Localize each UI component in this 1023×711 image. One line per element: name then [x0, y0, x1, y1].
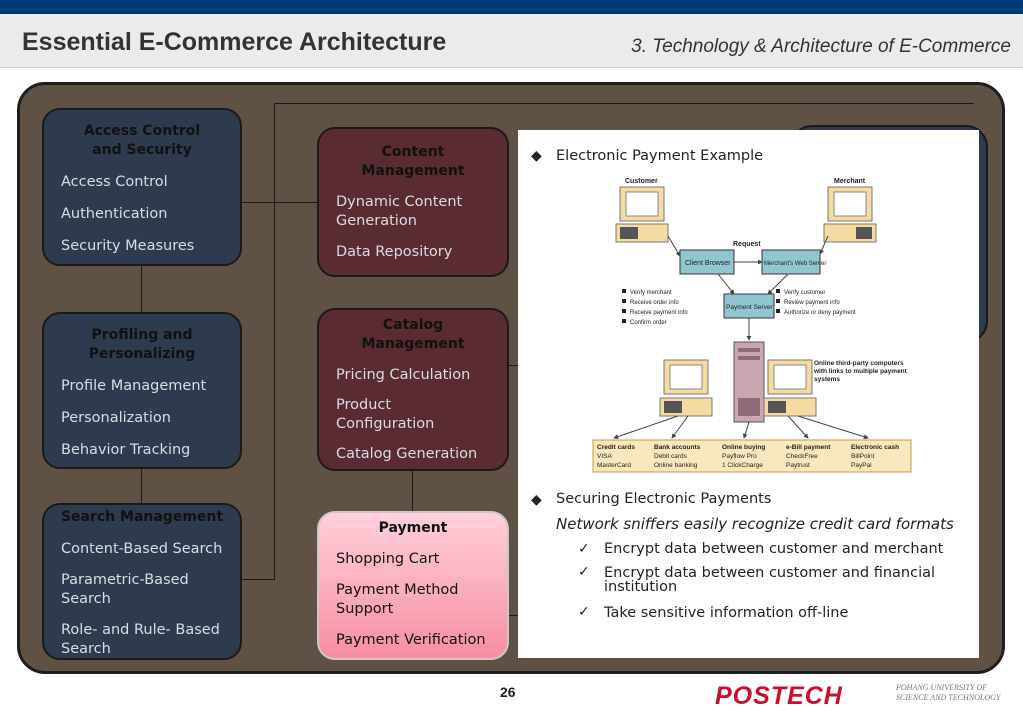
connector-search: [240, 579, 275, 580]
third-party-computer-icon: [659, 359, 713, 417]
logo-sub-line: POHANG UNIVERSITY OF: [896, 683, 988, 692]
client-browser-box: [679, 249, 735, 275]
payment-server-box: [723, 293, 775, 319]
box-title: Payment: [378, 520, 448, 536]
slide-header: [0, 14, 1023, 68]
table-cell: Paytrust: [786, 462, 810, 469]
box-content-management: Content Management Dynamic Content Gener…: [317, 127, 509, 277]
postech-logo: POSTECH: [715, 682, 843, 710]
table-cell: MasterCard: [597, 462, 631, 469]
payment-info-panel: ◆ Electronic Payment Example Customer Me…: [518, 130, 979, 658]
box-access-control: Access Control and Security Access Contr…: [42, 108, 242, 266]
box-item: Behavior Tracking: [61, 442, 191, 458]
payment-systems-table: [592, 439, 912, 473]
diamond-bullet-icon: ◆: [531, 148, 542, 164]
connector-payment-right: [507, 615, 519, 616]
electronic-payment-figure: Customer Merchant Request Client Browser…: [592, 178, 912, 473]
left-list-item: Confirm order: [630, 320, 667, 326]
box-title: Profiling and Personalizing: [88, 327, 196, 362]
check-item: Encrypt data between customer and mercha…: [604, 541, 944, 557]
box-item: Profile Management: [61, 378, 207, 394]
request-label: Request: [733, 241, 761, 248]
merchant-computer-icon: [823, 186, 877, 243]
box-item: Personalization: [61, 410, 171, 426]
table-cell: Debit cards: [654, 453, 688, 460]
customer-computer-icon: [615, 186, 669, 243]
table-head: Credit cards: [597, 444, 635, 451]
left-list-item: Verify merchant: [630, 290, 672, 296]
check-item: Encrypt data between customer and financ…: [604, 565, 936, 595]
box-title: Access Control and Security: [83, 123, 201, 158]
table-cell: CheckFree: [786, 453, 818, 460]
diamond-bullet-icon: ◆: [531, 492, 542, 508]
connector-profiling-search: [141, 468, 142, 504]
top-accent-bar: [0, 0, 1023, 14]
table-head: Bank accounts: [654, 444, 701, 451]
box-item: Payment Method Support: [336, 582, 459, 617]
box-item: Role- and Rule- Based Search: [61, 622, 220, 657]
table-head: Online buying: [722, 444, 765, 451]
connector-top-horizontal: [274, 103, 974, 104]
box-item: Content-Based Search: [61, 541, 223, 557]
box-item: Parametric-Based Search: [61, 572, 189, 607]
box-item: Access Control: [61, 174, 168, 190]
box-payment: Payment Shopping Cart Payment Method Sup…: [317, 511, 509, 660]
merchant-server-label: Merchant's Web Server: [764, 261, 826, 267]
box-item: Shopping Cart: [336, 551, 440, 567]
table-cell: Payflow Pro: [722, 453, 757, 460]
box-title: Catalog Management: [361, 317, 465, 352]
table-cell: BillPoint: [851, 453, 875, 460]
checkmark-icon: ✓: [578, 604, 590, 620]
table-cell: VISA: [597, 453, 612, 460]
payment-server-label: Payment Server: [726, 304, 773, 311]
client-browser-label: Client Browser: [685, 260, 731, 267]
logo-sub-line: SCIENCE AND TECHNOLOGY: [896, 693, 1001, 702]
slide-subtitle: 3. Technology & Architecture of E-Commer…: [631, 36, 1011, 57]
panel-heading-securing: Securing Electronic Payments: [556, 491, 772, 507]
merchant-label: Merchant: [834, 178, 866, 185]
box-profiling: Profiling and Personalizing Profile Mana…: [42, 312, 242, 469]
right-list-item: Authorize or deny payment: [784, 310, 856, 316]
connector-vertical-main: [274, 103, 275, 579]
box-item: Pricing Calculation: [336, 367, 471, 383]
panel-heading-example: Electronic Payment Example: [556, 148, 764, 164]
customer-label: Customer: [625, 178, 658, 185]
box-catalog-management: Catalog Management Pricing Calculation P…: [317, 308, 509, 471]
third-party-label: Online third-party computers with links …: [814, 360, 907, 383]
box-item: Dynamic Content Generation: [336, 194, 463, 229]
check-item: Take sensitive information off-line: [604, 605, 849, 621]
box-item: Authentication: [61, 206, 168, 222]
checkmark-icon: ✓: [578, 541, 590, 557]
checkmark-icon: ✓: [578, 564, 590, 580]
table-cell: PayPal: [851, 462, 872, 469]
left-list-item: Receive payment info: [630, 310, 688, 316]
right-list-item: Review payment info: [784, 300, 840, 306]
connector-access-profiling: [141, 265, 142, 313]
page-number: 26: [500, 684, 516, 700]
table-cell: Online banking: [654, 462, 698, 469]
panel-note: Network sniffers easily recognize credit…: [556, 515, 954, 533]
postech-logo-subtitle: POHANG UNIVERSITY OF SCIENCE AND TECHNOL…: [896, 683, 1000, 703]
table-cell: 1 ClickCharge: [722, 462, 763, 469]
box-search-management: Search Management Content-Based Search P…: [42, 503, 242, 660]
box-title: Search Management: [60, 509, 224, 525]
right-list-item: Verify customer: [784, 290, 825, 296]
table-head: e-Bill payment: [786, 444, 831, 451]
connector-catalog-right: [507, 365, 519, 366]
box-item: Catalog Generation: [336, 446, 478, 462]
table-head: Electronic cash: [851, 444, 899, 451]
box-title: Content Management: [361, 144, 465, 179]
slide-title: Essential E-Commerce Architecture: [22, 28, 447, 56]
box-item: Data Repository: [336, 244, 453, 260]
left-list-item: Receive order info: [630, 300, 679, 306]
box-item: Payment Verification: [336, 632, 486, 648]
connector-content: [240, 202, 318, 203]
third-party-computer-icon: [763, 359, 817, 417]
box-item: Product Configuration: [336, 397, 435, 432]
box-item: Security Measures: [61, 238, 195, 254]
connector-catalog-payment: [412, 470, 413, 512]
